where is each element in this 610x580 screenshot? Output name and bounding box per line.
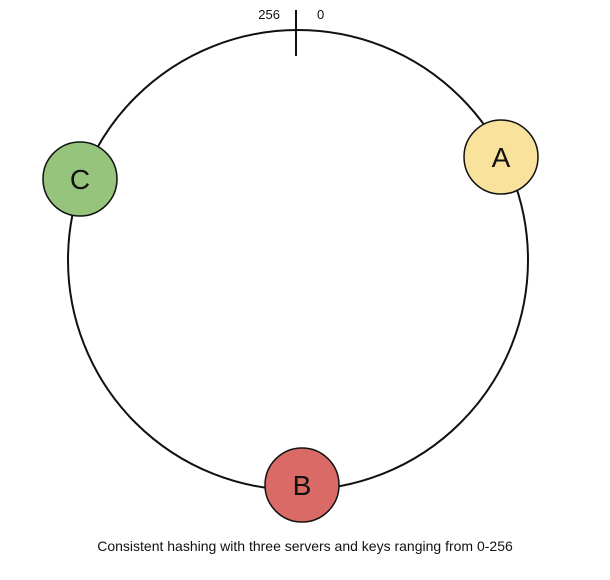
server-node-b: B — [264, 447, 340, 523]
server-node-c-label: C — [70, 164, 90, 195]
server-node-b-circle — [264, 447, 340, 523]
diagram-caption: Consistent hashing with three servers an… — [97, 538, 513, 554]
hash-ring — [67, 29, 529, 491]
server-node-c: C — [42, 141, 118, 217]
server-node-b-label: B — [293, 470, 312, 501]
server-node-a: A — [463, 119, 539, 195]
server-node-a-label: A — [492, 142, 511, 173]
range-end-label: 0 — [317, 7, 324, 22]
range-start-label: 256 — [258, 7, 280, 22]
server-node-c-circle — [42, 141, 118, 217]
server-node-a-circle — [463, 119, 539, 195]
